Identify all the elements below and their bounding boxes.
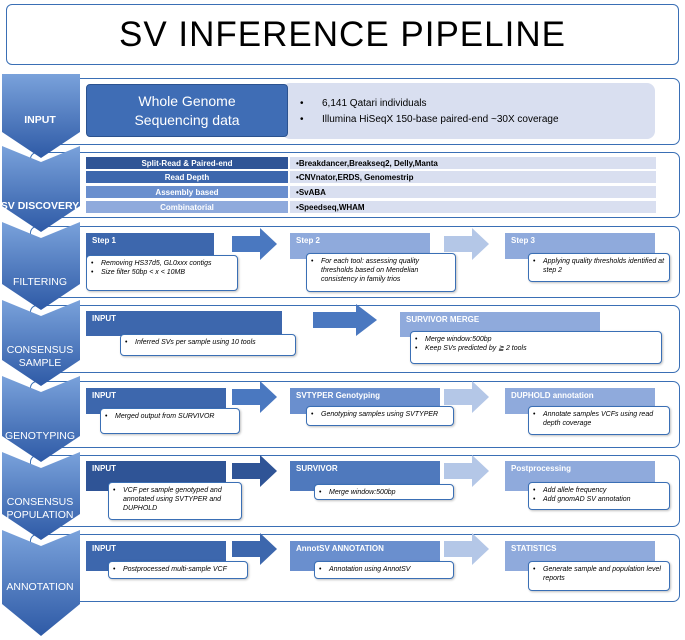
cp-input-note: •VCF per sample genotyped and annotated … [108, 482, 242, 520]
arrow-right [232, 455, 277, 487]
stage-label-sv-discovery: SV DISCOVERY [0, 199, 80, 212]
input-panel [282, 83, 655, 139]
input-bullet: •6,141 Qatari individuals [300, 98, 427, 109]
arrow-right [444, 533, 489, 565]
tools-read-depth: •CNVnator,ERDS, Genomestrip [290, 171, 656, 183]
filter-step1-note: •Removing HS37d5, GL0xxx contigs •Size f… [86, 255, 238, 291]
stage-label-input: INPUT [24, 113, 56, 126]
arrow-right [444, 381, 489, 413]
gt-input-note: •Merged output from SURVIVOR [100, 408, 240, 434]
an-annotsv-note: •Annotation using AnnotSV [314, 561, 454, 579]
method-read-depth: Read Depth [86, 171, 288, 183]
chevron-filtering [2, 222, 80, 310]
page-title: SV INFERENCE PIPELINE [6, 4, 679, 65]
cs-input-note: •Inferred SVs per sample using 10 tools [120, 334, 296, 356]
stage-label-consensus-population: CONSENSUS POPULATION [6, 496, 74, 521]
gt-svtyper-note: •Genotyping samples using SVTYPER [306, 406, 454, 426]
an-stats-note: •Generate sample and population level re… [528, 561, 670, 591]
cs-input-header: INPUT [86, 311, 282, 336]
wgs-label: Whole Genome Sequencing data [134, 92, 240, 128]
arrow-right [232, 533, 277, 565]
cp-post-note: •Add allele frequency •Add gnomAD SV ann… [528, 482, 670, 510]
method-assembly: Assembly based [86, 186, 288, 198]
filter-step1-header: Step 1 [86, 233, 214, 259]
an-input-note: •Postprocessed multi-sample VCF [108, 561, 248, 579]
stage-label-filtering: FILTERING [12, 275, 68, 288]
cs-merge-note: •Merge window:500bp •Keep SVs predicted … [410, 331, 662, 364]
arrow-right [232, 228, 277, 260]
stage-label-annotation: ANNOTATION [6, 580, 74, 593]
input-bullet: •Illumina HiSeqX 150-base paired-end ~30… [300, 114, 559, 125]
tools-assembly: •SvABA [290, 186, 656, 198]
arrow-right [313, 304, 377, 336]
tools-split-read: •Breakdancer,Breakseq2, Delly,Manta [290, 157, 656, 169]
arrow-right [444, 455, 489, 487]
chevron-annotation [2, 530, 80, 636]
stage-label-consensus-sample: CONSENSUS SAMPLE [6, 344, 74, 369]
cp-survivor-note: •Merge window:500bp [314, 484, 454, 500]
arrow-right [444, 228, 489, 260]
tools-combinatorial: •Speedseq,WHAM [290, 201, 656, 213]
chevron-consensus-sample [2, 300, 80, 386]
chevron-sv-discovery [2, 146, 80, 232]
method-combinatorial: Combinatorial [86, 201, 288, 213]
input-bullets: •6,141 Qatari individuals •Illumina HiSe… [300, 96, 650, 128]
filter-step2-note: •For each tool: assessing quality thresh… [306, 253, 456, 292]
wgs-box: Whole Genome Sequencing data [86, 84, 288, 137]
gt-duphold-note: •Annotate samples VCFs using read depth … [528, 406, 670, 435]
chevron-input [2, 74, 80, 158]
stage-chevrons [2, 74, 80, 636]
filter-step3-note: •Applying quality thresholds identified … [528, 253, 670, 282]
method-split-read: Split-Read & Paired-end [86, 157, 288, 169]
chevron-genotyping [2, 376, 80, 462]
chevron-consensus-population [2, 452, 80, 540]
arrow-right [232, 381, 277, 413]
stage-label-genotyping: GENOTYPING [4, 429, 75, 442]
